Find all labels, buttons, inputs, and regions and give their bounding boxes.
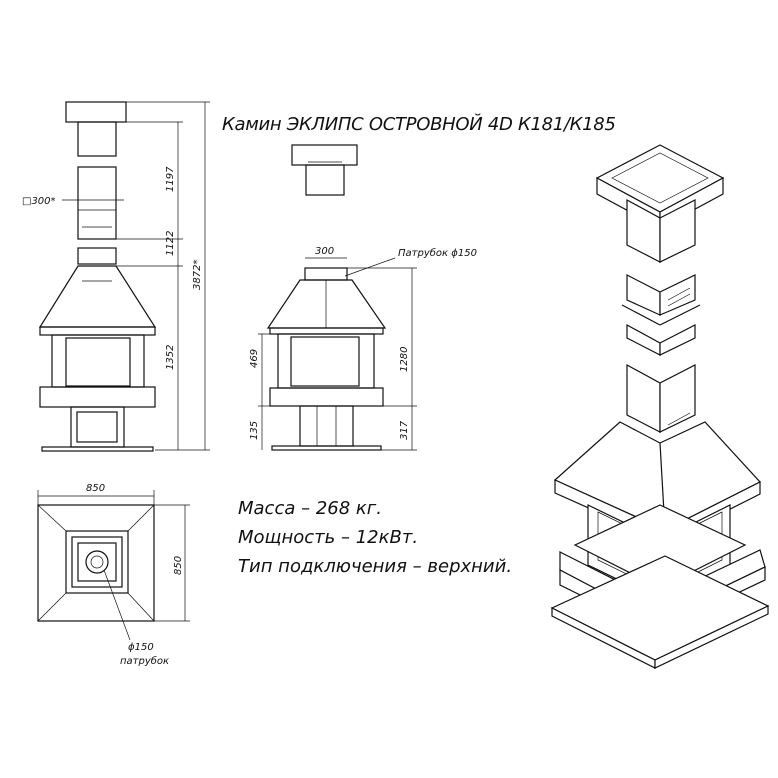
drawing-title: Камин ЭКЛИПС ОСТРОВНОЙ 4D К181/К185 <box>222 114 616 135</box>
front-square-label: □300* <box>22 196 56 207</box>
dim-1352: 1352 <box>165 345 176 370</box>
ash-box <box>70 406 125 448</box>
pipe-circle <box>85 550 109 574</box>
chimney-lower <box>77 247 117 265</box>
chimney-cap <box>65 101 127 123</box>
dim-469: 469 <box>249 349 260 368</box>
dim-1280: 1280 <box>399 347 410 372</box>
dim-317: 317 <box>399 420 410 440</box>
plan-view: 850 850 ϕ150 патрубок <box>37 483 190 667</box>
pipe-label: Патрубок ϕ150 <box>398 247 477 259</box>
plan-pipe-diam: ϕ150 <box>128 642 154 653</box>
plan-dim-width: 850 <box>86 483 105 494</box>
dim-300: 300 <box>315 246 334 257</box>
dim-3872: 3872* <box>192 260 203 290</box>
dim-135: 135 <box>249 421 260 440</box>
chimney-upper <box>77 121 117 157</box>
side-firebox <box>277 333 375 389</box>
spec-mass: Масса – 268 кг. <box>238 498 382 519</box>
spec-power: Мощность – 12кВт. <box>238 527 419 548</box>
side-hood <box>266 279 387 329</box>
chimney-mid <box>77 166 117 240</box>
dim-1122: 1122 <box>165 231 176 256</box>
plan-dim-depth: 850 <box>173 556 184 575</box>
plan-pipe-word: патрубок <box>120 655 169 667</box>
base-block <box>39 386 156 408</box>
front-view: □300* 1197 1122 3872* 1352 <box>22 101 210 452</box>
isometric-view <box>550 144 770 669</box>
hood <box>38 265 157 328</box>
spec-connection: Тип подключения – верхний. <box>238 556 513 577</box>
side-view: 300 Патрубок ϕ150 469 135 1280 317 <box>249 144 477 451</box>
plan-outer <box>37 504 155 622</box>
dim-1197: 1197 <box>165 166 176 192</box>
